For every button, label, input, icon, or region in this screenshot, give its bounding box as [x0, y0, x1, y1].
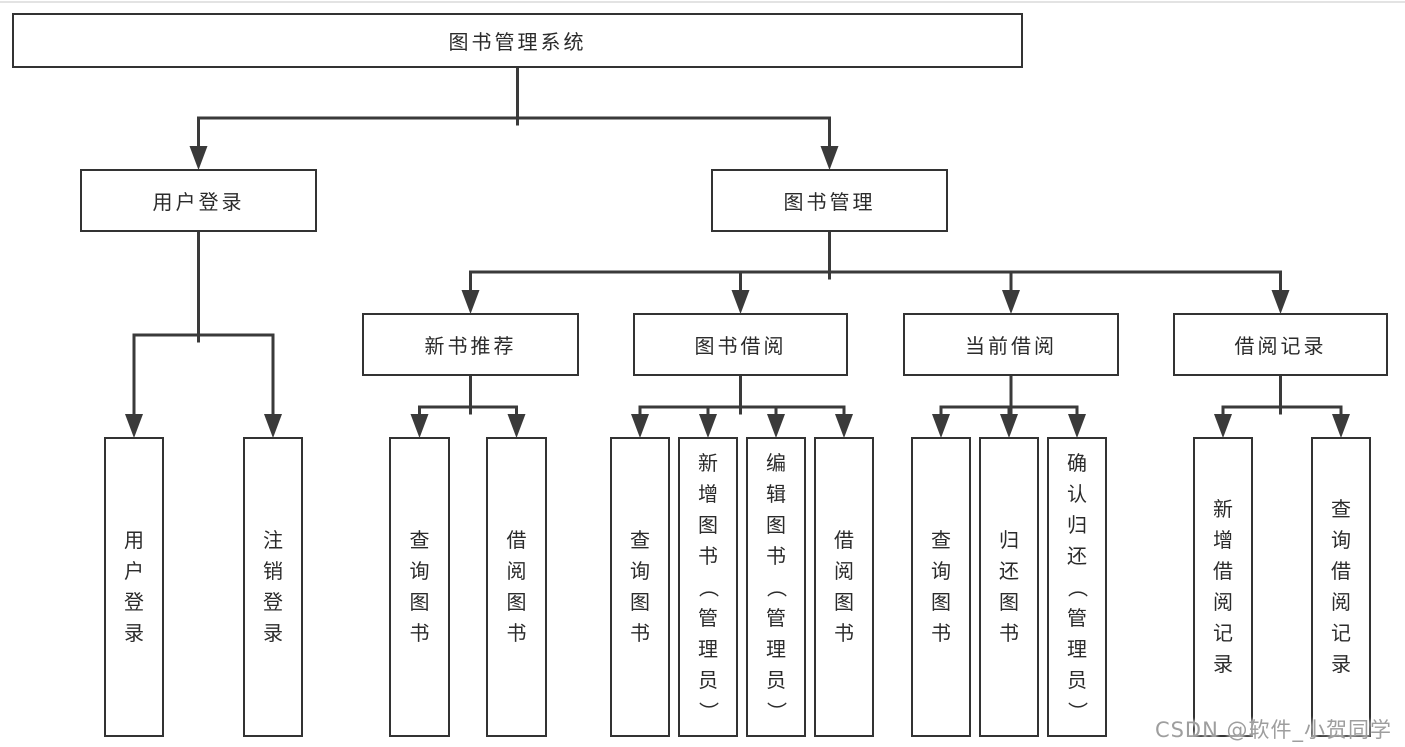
csdn-watermark: CSDN @软件_小贺同学: [1154, 718, 1392, 742]
node-library-system: 图书管理系统: [12, 13, 1023, 68]
node-new-book-recommend: 新书推荐: [362, 313, 579, 376]
leaf-recommend-query-book: 查询图书: [389, 437, 450, 737]
leaf-records-query-record: 查询借阅记录: [1311, 437, 1371, 737]
node-book-management: 图书管理: [711, 169, 948, 232]
leaf-borrow-borrow-book: 借阅图书: [814, 437, 874, 737]
leaf-borrow-edit-book-admin: 编辑图书（管理员）: [746, 437, 806, 737]
leaf-user-login: 用户登录: [104, 437, 164, 737]
leaf-current-return-book: 归还图书: [979, 437, 1039, 737]
leaf-borrow-query-book: 查询图书: [610, 437, 670, 737]
leaf-current-query-book: 查询图书: [911, 437, 971, 737]
node-book-borrow: 图书借阅: [633, 313, 848, 376]
leaf-logout-login: 注销登录: [243, 437, 303, 737]
node-borrow-records: 借阅记录: [1173, 313, 1388, 376]
node-user-login: 用户登录: [80, 169, 317, 232]
leaf-current-confirm-return-admin: 确认归还（管理员）: [1047, 437, 1107, 737]
node-current-borrow: 当前借阅: [903, 313, 1119, 376]
leaf-records-add-record: 新增借阅记录: [1193, 437, 1253, 737]
leaf-recommend-borrow-book: 借阅图书: [486, 437, 547, 737]
leaf-borrow-add-book-admin: 新增图书（管理员）: [678, 437, 738, 737]
page-top-divider: [0, 1, 1405, 3]
